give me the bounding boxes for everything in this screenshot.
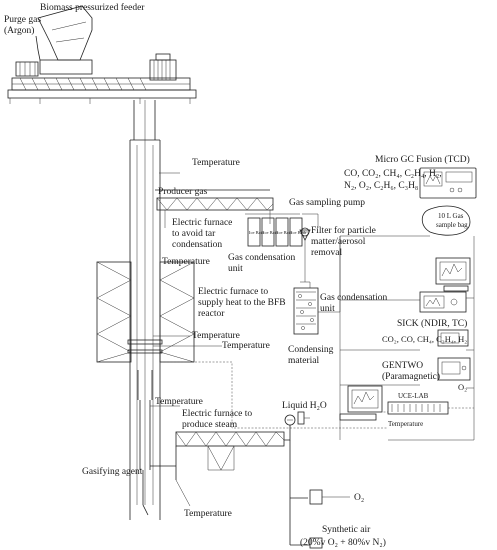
purge-gas-label: Purge gas [4, 15, 41, 25]
gentwo-o2-label: O₂ [458, 382, 467, 392]
gas-sample-bag [421, 205, 471, 236]
bfb-furnace-label-3: reactor [198, 309, 225, 319]
tar-furnace-label-1: Electric furnace [172, 217, 232, 228]
temperature-bottom-label: Temperature [184, 509, 232, 519]
micro-gc-title: Micro GC Fusion (TCD) [375, 154, 470, 165]
sick-species-label: CO₂, CO, CH₄, C₂H₄, H₂ [382, 334, 467, 344]
biomass-feeder [7, 5, 197, 104]
micro-gc-instrument [419, 167, 477, 199]
purge-gas-argon-label: (Argon) [4, 25, 34, 36]
ice-bath-tag-1: Ice Bath [249, 230, 265, 235]
particle-filter [299, 229, 311, 282]
steam-furnace [175, 431, 285, 447]
temperature-top-label: Temperature [192, 158, 240, 168]
gentwo-label: GENTWO [382, 361, 423, 371]
gas-condensation-2-label: Gas condensation [320, 293, 388, 303]
tar-furnace-label-2: to avoid tar [172, 229, 216, 239]
water-pump [284, 411, 310, 426]
synthetic-air-cylinder [309, 537, 323, 549]
temperature-upper-label: Temperature [162, 257, 210, 267]
filter-label-2: matter/aerosol [311, 237, 366, 247]
bfb-furnace-label-1: Electric furnace to [198, 286, 268, 297]
gasifying-agent-label: Gasifying agent [82, 466, 143, 477]
micro-gc-species-2: N₂, O₂, C₂H₆, C₃H₈ [344, 181, 418, 191]
micro-gc-species-1: CO, CO₂, CH₄, C₂H₄, H₂, [344, 169, 442, 179]
synthetic-air-label: Synthetic air [322, 525, 371, 535]
filter-label-1: Filter for particle [311, 225, 376, 236]
ucelab-temperature-label: Temperature [388, 420, 423, 428]
oxygen-label: O₂ [354, 493, 364, 503]
feeder-label: Biomass pressurized feeder [40, 2, 145, 13]
steam-furnace-label-1: Electric furnace to [182, 408, 252, 419]
gas-condensation-1-unit-label: unit [228, 264, 243, 274]
sick-display [437, 329, 469, 347]
analyzer-lines [318, 235, 475, 441]
temperature-bfb-2-label: Temperature [222, 341, 270, 351]
bfb-reactor [127, 100, 163, 520]
computer-monitor-1 [435, 257, 471, 292]
gas-bag-label-1: 10 L Gas [438, 212, 464, 220]
bfb-furnace-label-2: supply heat to the BFB [198, 298, 286, 308]
liquid-water-label: Liquid H₂O [282, 401, 327, 411]
gas-condensation-unit-2 [293, 281, 319, 335]
ucelab-logger [387, 401, 449, 415]
ucelab-label: UCE-LAB [398, 392, 429, 400]
tar-furnace-label-3: condensation [172, 240, 222, 250]
gas-condensation-2-unit-label: unit [320, 304, 335, 314]
filter-label-3: removal [311, 248, 342, 258]
bfb-furnace [96, 261, 195, 363]
producer-gas-label: Producer gas [158, 187, 208, 197]
producer-gas-line [155, 172, 274, 228]
computer-monitor-2 [339, 385, 383, 421]
gas-condensation-1-label: Gas condensation [228, 253, 296, 263]
sick-analyzer [419, 291, 467, 313]
temperature-bfb-1-label: Temperature [192, 331, 240, 341]
gas-sampling-pump-label: Gas sampling pump [289, 198, 365, 208]
steam-furnace-label-2: produce steam [182, 420, 238, 430]
gas-condensation-unit-1: Ice Bath Ice Bath Ice Bath Ice Bath [245, 213, 307, 247]
motor [149, 53, 177, 81]
condensing-material-label: Condensing [288, 345, 334, 355]
temperature-lower-label: Temperature [155, 397, 203, 407]
ice-bath-tag-3: Ice Bath [277, 230, 293, 235]
gentwo-analyzer [437, 357, 471, 381]
gas-bag-label-2: sample bag [436, 221, 468, 229]
synthetic-air-composition-label: (20%v O₂ + 80%v N₂) [300, 537, 386, 548]
ice-bath-tag-4: Ice Bath [291, 230, 307, 235]
o2-cylinder [309, 489, 350, 505]
condensing-material-label-2: material [288, 356, 319, 366]
steam-lines [150, 425, 310, 546]
sick-label: SICK (NDIR, TC) [397, 318, 467, 329]
gentwo-method-label: (Paramagnetic) [382, 371, 440, 382]
ice-bath-tag-2: Ice Bath [263, 230, 279, 235]
